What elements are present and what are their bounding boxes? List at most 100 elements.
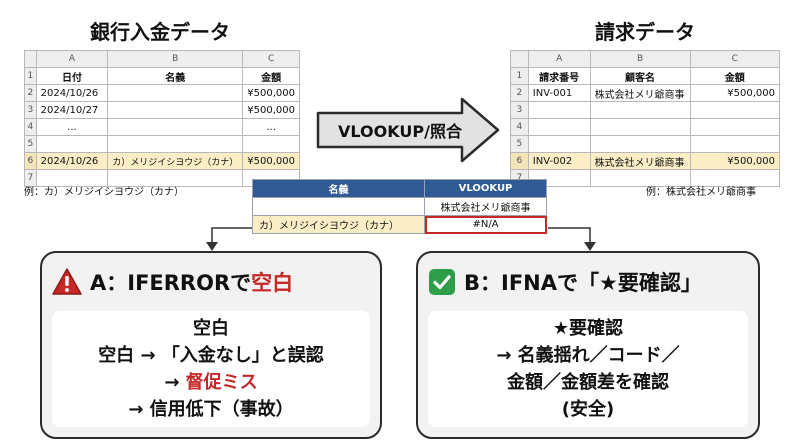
cell[interactable] — [35, 135, 109, 153]
table-row: カ）メリジイシヨウジ（カナ） #N/A — [252, 215, 547, 234]
result-header-row: 名義 VLOOKUP — [252, 179, 547, 198]
cell[interactable]: ¥500,000 — [242, 152, 300, 170]
cell[interactable]: 株式会社メリ爺商事 — [589, 152, 691, 170]
cell[interactable] — [589, 118, 691, 136]
iferror-line-1: 空白 — [193, 318, 229, 339]
column-header-row: A B C — [24, 50, 300, 68]
cell[interactable]: カ）メリジイシヨウジ（カナ） — [107, 152, 244, 170]
iferror-card-header: A：IFERRORで空白 — [52, 259, 370, 305]
row-number[interactable]: 1 — [24, 67, 37, 85]
row-number[interactable]: 3 — [510, 101, 529, 119]
cell[interactable]: 日付 — [35, 67, 109, 85]
cell[interactable]: 株式会社メリ爺商事 — [589, 84, 691, 102]
column-a-header[interactable]: A — [527, 50, 591, 68]
cell[interactable]: 顧客名 — [589, 67, 691, 85]
cell[interactable]: INV-001 — [527, 84, 591, 102]
iferror-line-3-highlight: 督促ミス — [185, 372, 258, 393]
ifna-card-body: ★要確認 → 名義揺れ／コード／ 金額／金額差を確認 (安全) — [428, 311, 748, 427]
iferror-line-3-prefix: → — [164, 372, 186, 393]
corner-cell — [24, 50, 37, 68]
cell[interactable] — [107, 101, 244, 119]
ifna-line-3: 金額／金額差を確認 — [507, 372, 669, 393]
column-c-header[interactable]: C — [242, 50, 300, 68]
table-row: 5 — [510, 135, 781, 153]
table-row: 1 請求番号 顧客名 金額 — [510, 67, 781, 85]
cell[interactable] — [689, 169, 781, 187]
vlookup-arrow-label: VLOOKUP/照合 — [338, 122, 462, 141]
row-number[interactable]: 6 — [510, 152, 529, 170]
lookup-result-table: 名義 VLOOKUP 株式会社メリ爺商事 カ）メリジイシヨウジ（カナ） #N/A — [252, 179, 547, 234]
ifna-card-header: B：IFNAで「★要確認」 — [428, 259, 748, 305]
cell[interactable] — [689, 118, 781, 136]
ifna-line-1: ★要確認 — [552, 318, 624, 339]
right-table-title: 請求データ — [595, 20, 695, 44]
column-header-row: A B C — [510, 50, 781, 68]
name-header: 名義 — [252, 179, 425, 198]
cell[interactable] — [689, 135, 781, 153]
row-number[interactable]: 6 — [24, 152, 37, 170]
table-row: 4 ... ... — [24, 118, 300, 136]
table-row: 2 2024/10/26 ¥500,000 — [24, 84, 300, 102]
cell[interactable] — [107, 118, 244, 136]
row-number[interactable]: 3 — [24, 101, 37, 119]
row-number[interactable]: 2 — [24, 84, 37, 102]
cell[interactable]: 株式会社メリ爺商事 — [424, 197, 547, 216]
invoice-table: A B C 1 請求番号 顧客名 金額 2 INV-001 株式会社メリ爺商事 … — [510, 50, 781, 187]
cell[interactable]: ¥500,000 — [242, 84, 300, 102]
cell[interactable] — [242, 135, 300, 153]
cell[interactable]: 2024/10/26 — [35, 84, 109, 102]
row-number[interactable]: 2 — [510, 84, 529, 102]
cell[interactable] — [527, 101, 591, 119]
table-row: 株式会社メリ爺商事 — [252, 197, 547, 216]
cell[interactable]: カ）メリジイシヨウジ（カナ） — [252, 215, 425, 234]
table-row: 1 日付 名義 金額 — [24, 67, 300, 85]
cell[interactable] — [689, 101, 781, 119]
cell[interactable]: ¥500,000 — [689, 152, 781, 170]
cell[interactable] — [589, 101, 691, 119]
vlookup-header: VLOOKUP — [424, 179, 547, 198]
cell[interactable]: 請求番号 — [527, 67, 591, 85]
check-icon — [429, 269, 455, 295]
iferror-line-3: → 督促ミス — [164, 369, 257, 396]
ifna-card: B：IFNAで「★要確認」 ★要確認 → 名義揺れ／コード／ 金額／金額差を確認… — [416, 251, 760, 439]
cell[interactable]: 2024/10/26 — [35, 152, 109, 170]
cell[interactable]: 2024/10/27 — [35, 101, 109, 119]
iferror-card: A：IFERRORで空白 空白 空白 → 「入金なし」と誤認 → 督促ミス → … — [40, 251, 382, 439]
left-example-note: 例：カ）メリジイシヨウジ（カナ） — [24, 187, 184, 198]
warning-icon — [52, 268, 82, 295]
cell[interactable] — [252, 197, 425, 216]
iferror-line-2: 空白 → 「入金なし」と誤認 — [98, 345, 324, 366]
cell[interactable]: ¥500,000 — [242, 101, 300, 119]
row-number[interactable]: 5 — [510, 135, 529, 153]
table-row: 3 — [510, 101, 781, 119]
cell[interactable]: 金額 — [689, 67, 781, 85]
cell[interactable] — [107, 169, 244, 187]
left-table-title: 銀行入金データ — [90, 20, 230, 44]
column-c-header[interactable]: C — [689, 50, 781, 68]
cell[interactable] — [107, 135, 244, 153]
cell[interactable]: ... — [35, 118, 109, 136]
column-a-header[interactable]: A — [35, 50, 109, 68]
cell[interactable]: INV-002 — [527, 152, 591, 170]
na-error-cell[interactable]: #N/A — [424, 215, 547, 234]
cell[interactable]: ... — [242, 118, 300, 136]
cell[interactable] — [589, 135, 691, 153]
ifna-line-4: (安全) — [561, 399, 615, 420]
cell[interactable]: ¥500,000 — [689, 84, 781, 102]
row-number[interactable]: 5 — [24, 135, 37, 153]
row-number[interactable]: 1 — [510, 67, 529, 85]
table-row: 4 — [510, 118, 781, 136]
cell[interactable] — [527, 135, 591, 153]
column-b-header[interactable]: B — [589, 50, 691, 68]
highlighted-table-row: 6 2024/10/26 カ）メリジイシヨウジ（カナ） ¥500,000 — [24, 152, 300, 170]
cell[interactable] — [107, 84, 244, 102]
highlighted-table-row: 6 INV-002 株式会社メリ爺商事 ¥500,000 — [510, 152, 781, 170]
cell[interactable]: 金額 — [242, 67, 300, 85]
cell[interactable] — [527, 118, 591, 136]
row-number[interactable]: 4 — [24, 118, 37, 136]
row-number[interactable]: 4 — [510, 118, 529, 136]
table-row: 5 — [24, 135, 300, 153]
column-b-header[interactable]: B — [107, 50, 244, 68]
ifna-line-2: → 名義揺れ／コード／ — [496, 345, 680, 366]
cell[interactable]: 名義 — [107, 67, 244, 85]
